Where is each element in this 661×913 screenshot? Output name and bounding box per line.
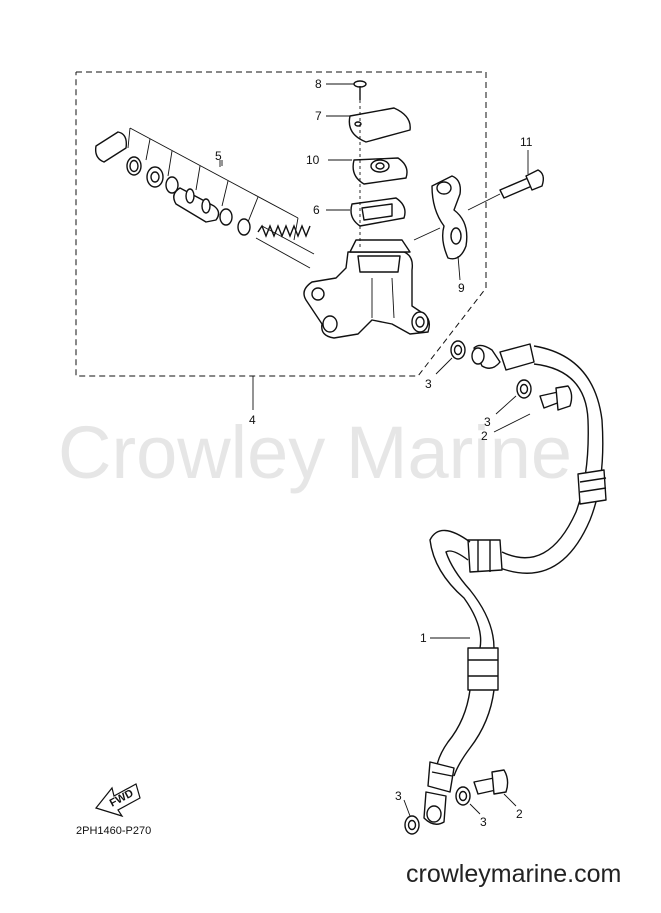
leader-2a [493,413,531,433]
callout-8: 8 [315,77,322,91]
callout-10: 10 [306,153,320,167]
union-bolt-upper [539,385,573,411]
callout-1: 1 [420,631,427,645]
master-cylinder-body [303,239,431,339]
washer-lower-a [404,815,420,835]
callout-3a: 3 [425,377,432,391]
callout-7: 7 [315,109,322,123]
callout-11: 11 [520,135,533,149]
callout-6: 6 [313,203,320,217]
callout-5: 5 [215,149,222,163]
callout-3c: 3 [395,789,402,803]
leader-3b [495,395,517,415]
callout-2a: 2 [481,429,488,443]
callout-3b: 3 [484,415,491,429]
leader-3d [469,803,481,815]
leader-11b [467,193,501,211]
bracket-holder [431,175,468,260]
assembly-boundary [75,71,487,377]
washer-lower-b [455,786,471,806]
holder-bolt [499,169,545,199]
leader-3a [435,357,453,375]
website-link[interactable]: crowleymarine.com [406,860,621,888]
diaphragm-holder [352,157,408,185]
callout-2b: 2 [516,807,523,821]
washer-upper-b [516,379,532,399]
leader-9b [413,227,441,241]
reservoir-cap [348,107,411,143]
reference-code: 2PH1460-P270 [76,825,151,837]
leader-2b [503,793,517,807]
callout-9: 9 [458,281,465,295]
leader-9 [457,255,461,281]
piston-kit [94,127,315,269]
callout-3d: 3 [480,815,487,829]
callout-4: 4 [249,413,256,427]
fwd-arrow-icon: FWD [94,783,141,818]
union-bolt-lower [473,769,509,795]
watermark-text: Crowley Marine [58,411,572,494]
brake-hose [423,343,607,825]
diaphragm [350,197,406,227]
cap-screw [353,80,367,100]
washer-upper-a [450,340,466,360]
leader-3c [403,799,411,817]
